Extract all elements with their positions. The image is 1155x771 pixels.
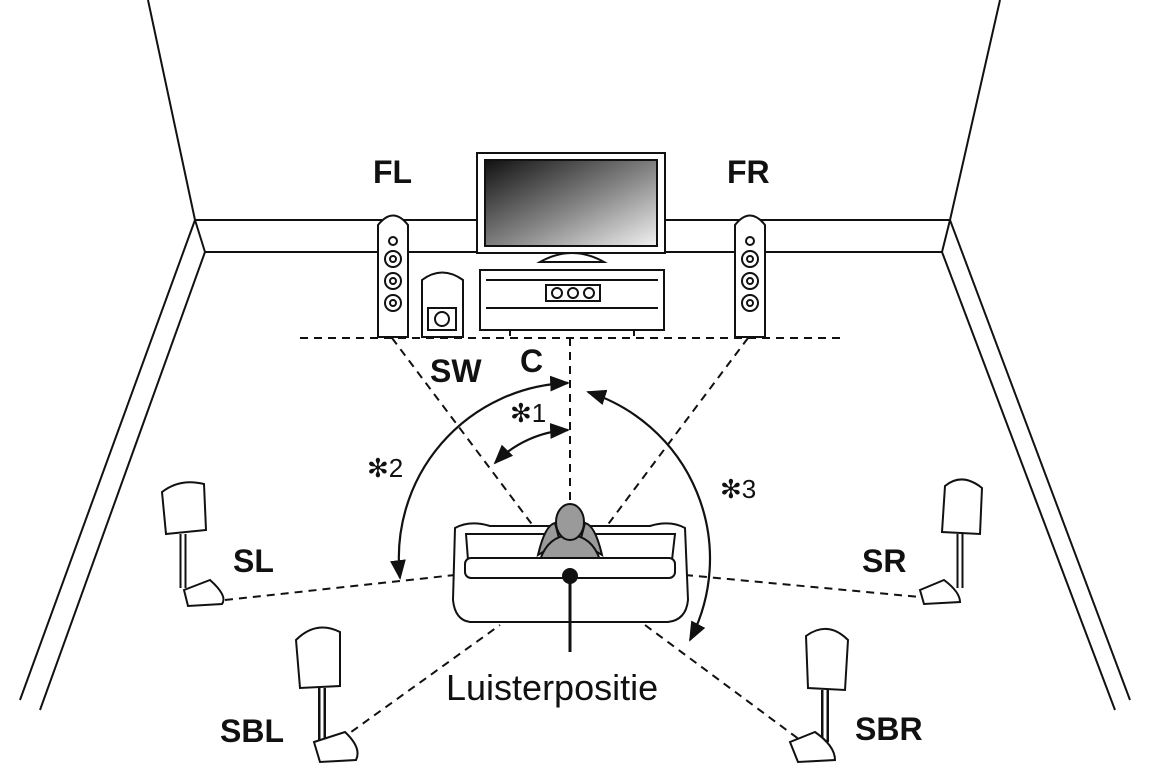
right-wall-corner xyxy=(949,0,1001,221)
c-label: C xyxy=(520,343,543,379)
angle-arcs xyxy=(390,375,712,642)
tv-screen xyxy=(484,159,658,247)
sbl-label: SBL xyxy=(220,713,284,749)
listening-position-marker xyxy=(562,568,578,652)
tv-with-stand xyxy=(476,152,666,336)
tv-base xyxy=(536,252,608,263)
angle-3-arc xyxy=(586,389,712,642)
listener xyxy=(536,503,604,561)
sbr-direction-line xyxy=(644,624,801,741)
angle-3-label: ✻3 xyxy=(720,474,756,504)
sbl-direction-line xyxy=(339,624,501,741)
left-floor-edge xyxy=(19,219,196,701)
fr-label: FR xyxy=(727,154,770,190)
surround-right-speaker xyxy=(918,478,984,606)
subwoofer xyxy=(421,271,464,338)
listening-position-label: Luisterpositie xyxy=(446,667,658,708)
front-left-speaker xyxy=(377,214,409,338)
left-wall-corner xyxy=(147,0,196,221)
angle-1-label: ✻1 xyxy=(510,398,546,428)
sw-label: SW xyxy=(430,353,482,389)
surround-back-left-speaker xyxy=(294,626,359,764)
right-floor-edge xyxy=(949,219,1131,701)
surround-back-right-speaker xyxy=(788,628,850,764)
baseboard-left-edge xyxy=(194,219,206,253)
front-right-speaker xyxy=(734,214,766,338)
angle-2-arc xyxy=(390,375,570,580)
baseboard-right-edge xyxy=(941,219,951,253)
sr-label: SR xyxy=(862,543,906,579)
angle-1-arc xyxy=(493,423,570,465)
sbr-label: SBR xyxy=(855,711,923,747)
sl-direction-line xyxy=(224,574,456,601)
sl-label: SL xyxy=(233,543,274,579)
fl-label: FL xyxy=(373,154,412,190)
left-baseboard xyxy=(39,251,206,711)
right-baseboard xyxy=(941,251,1116,711)
fr-direction-line xyxy=(599,337,749,536)
sr-direction-line xyxy=(684,574,921,598)
angle-2-label: ✻2 xyxy=(367,453,403,483)
surround-left-speaker xyxy=(160,481,225,608)
